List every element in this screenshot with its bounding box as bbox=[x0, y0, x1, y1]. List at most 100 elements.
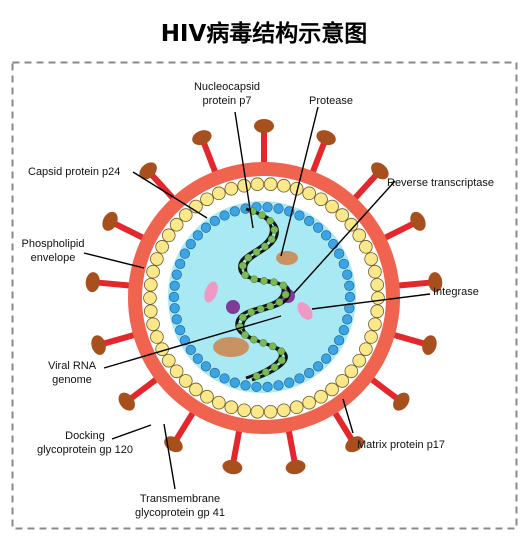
capsid-protein-bead bbox=[344, 291, 356, 303]
matrix-protein-bead bbox=[146, 317, 160, 332]
capsid-protein-bead bbox=[200, 222, 212, 233]
capsid-protein-bead bbox=[262, 202, 273, 213]
capsid-protein-bead bbox=[328, 238, 339, 250]
integrase-enzyme-left bbox=[226, 300, 240, 314]
matrix-protein-bead bbox=[314, 192, 328, 207]
capsid-protein-bead bbox=[219, 373, 230, 384]
glycoprotein-gp120-head bbox=[428, 272, 443, 293]
capsid-protein-bead bbox=[168, 291, 180, 303]
nucleocapsid-bead bbox=[270, 278, 278, 287]
matrix-protein-bead bbox=[370, 277, 385, 292]
capsid-protein-bead bbox=[294, 373, 305, 384]
capsid-protein-bead bbox=[321, 353, 332, 364]
capsid-protein-bead bbox=[294, 210, 305, 221]
matrix-protein-bead bbox=[212, 186, 226, 201]
capsid-protein-bead bbox=[334, 248, 345, 259]
matrix-protein-bead bbox=[359, 342, 373, 356]
capsid-protein-bead bbox=[175, 258, 186, 269]
capsid-protein-bead bbox=[342, 269, 353, 280]
capsid-protein-bead bbox=[338, 325, 349, 336]
glycoprotein-gp120-head bbox=[410, 211, 426, 231]
capsid-protein-bead bbox=[179, 248, 190, 259]
matrix-protein-bead bbox=[289, 400, 304, 415]
nucleocapsid-bead bbox=[267, 235, 276, 244]
label-transmembrane-line2: glycoprotein gp 41 bbox=[135, 507, 225, 519]
matrix-protein-bead bbox=[189, 382, 203, 397]
nucleocapsid-bead bbox=[241, 331, 249, 339]
nucleocapsid-bead bbox=[238, 313, 247, 322]
capsid-protein-bead bbox=[251, 381, 262, 392]
capsid-protein-bead bbox=[312, 222, 324, 233]
capsid-protein-bead bbox=[219, 210, 230, 221]
nucleocapsid-bead bbox=[252, 248, 261, 256]
label-integrase: Integrase bbox=[433, 286, 479, 298]
matrix-protein-bead bbox=[224, 400, 239, 415]
matrix-protein-bead bbox=[150, 330, 164, 344]
capsid-protein-bead bbox=[175, 325, 186, 336]
capsid-protein-bead bbox=[171, 314, 182, 325]
matrix-protein-bead bbox=[237, 403, 252, 418]
nucleocapsid-bead bbox=[249, 335, 258, 344]
glycoprotein-gp120-head bbox=[85, 272, 100, 293]
nucleocapsid-bead bbox=[260, 277, 268, 285]
capsid-protein-bead bbox=[344, 280, 355, 291]
matrix-protein-bead bbox=[143, 291, 157, 305]
nucleocapsid-bead bbox=[247, 308, 256, 317]
capsid-protein-bead bbox=[229, 206, 240, 217]
matrix-protein-bead bbox=[224, 181, 239, 196]
nucleocapsid-bead bbox=[277, 356, 286, 365]
label-nucleocapsid-line2: protein p7 bbox=[203, 95, 252, 107]
matrix-protein-bead bbox=[335, 374, 350, 388]
enzyme-pink-left bbox=[204, 281, 218, 303]
capsid-protein-bead bbox=[171, 269, 182, 280]
capsid-protein-bead bbox=[192, 230, 203, 241]
matrix-protein-bead bbox=[250, 177, 265, 191]
nucleocapsid-bead bbox=[258, 211, 266, 220]
capsid-protein-bead bbox=[312, 361, 324, 372]
matrix-protein-bead bbox=[263, 405, 278, 419]
matrix-protein-bead bbox=[344, 217, 359, 232]
capsid-protein-bead bbox=[273, 203, 284, 214]
protease-enzyme bbox=[276, 251, 298, 265]
matrix-protein-bead bbox=[200, 192, 214, 207]
matrix-protein-bead bbox=[212, 395, 226, 410]
capsid-protein-bead bbox=[192, 353, 203, 364]
glycoprotein-gp120-head bbox=[371, 162, 389, 180]
matrix-protein-bead bbox=[302, 395, 316, 410]
matrix-protein-bead bbox=[368, 317, 382, 332]
capsid-protein-bead bbox=[342, 314, 353, 325]
matrix-protein-bead bbox=[200, 389, 214, 404]
matrix-protein-bead bbox=[161, 228, 176, 243]
label-viral-rna-line2: genome bbox=[52, 374, 92, 386]
nucleocapsid-bead bbox=[256, 305, 265, 313]
label-phospholipid-line2: envelope bbox=[31, 252, 76, 264]
matrix-protein-bead bbox=[178, 208, 193, 222]
label-capsid: Capsid protein p24 bbox=[28, 166, 120, 178]
capsid-protein-bead bbox=[209, 367, 220, 379]
label-reverse-transcriptase: Reverse transcriptase bbox=[387, 177, 494, 189]
glycoprotein-gp120-head bbox=[222, 459, 243, 475]
nucleocapsid-bead bbox=[252, 372, 261, 381]
capsid-protein-bead bbox=[304, 367, 315, 379]
matrix-protein-bead bbox=[150, 252, 164, 266]
capsid-protein-bead bbox=[304, 215, 315, 227]
label-matrix: Matrix protein p17 bbox=[357, 439, 445, 451]
capsid-protein-bead bbox=[321, 230, 332, 241]
nucleocapsid-bead bbox=[268, 342, 277, 351]
matrix-protein-bead bbox=[276, 178, 291, 193]
capsid-protein-bead bbox=[334, 335, 345, 346]
nucleocapsid-bead bbox=[262, 368, 270, 376]
labels: Nucleocapsid protein p7 Protease Capsid … bbox=[22, 81, 495, 519]
nucleocapsid-bead bbox=[241, 271, 250, 279]
glycoprotein-gp120-head bbox=[139, 162, 157, 180]
capsid-protein-bead bbox=[185, 238, 196, 250]
matrix-protein-bead bbox=[169, 364, 184, 379]
glycoprotein-gp120-head bbox=[118, 392, 135, 411]
matrix-protein-bead bbox=[250, 405, 265, 419]
diagram-title: HIV病毒结构示意图 bbox=[161, 20, 368, 47]
matrix-protein-bead bbox=[344, 364, 359, 379]
matrix-protein-bead bbox=[143, 304, 158, 319]
glycoprotein-gp120-head bbox=[345, 436, 364, 453]
glycoprotein-gp120-head bbox=[422, 335, 437, 355]
nucleocapsid-bead bbox=[261, 242, 269, 251]
